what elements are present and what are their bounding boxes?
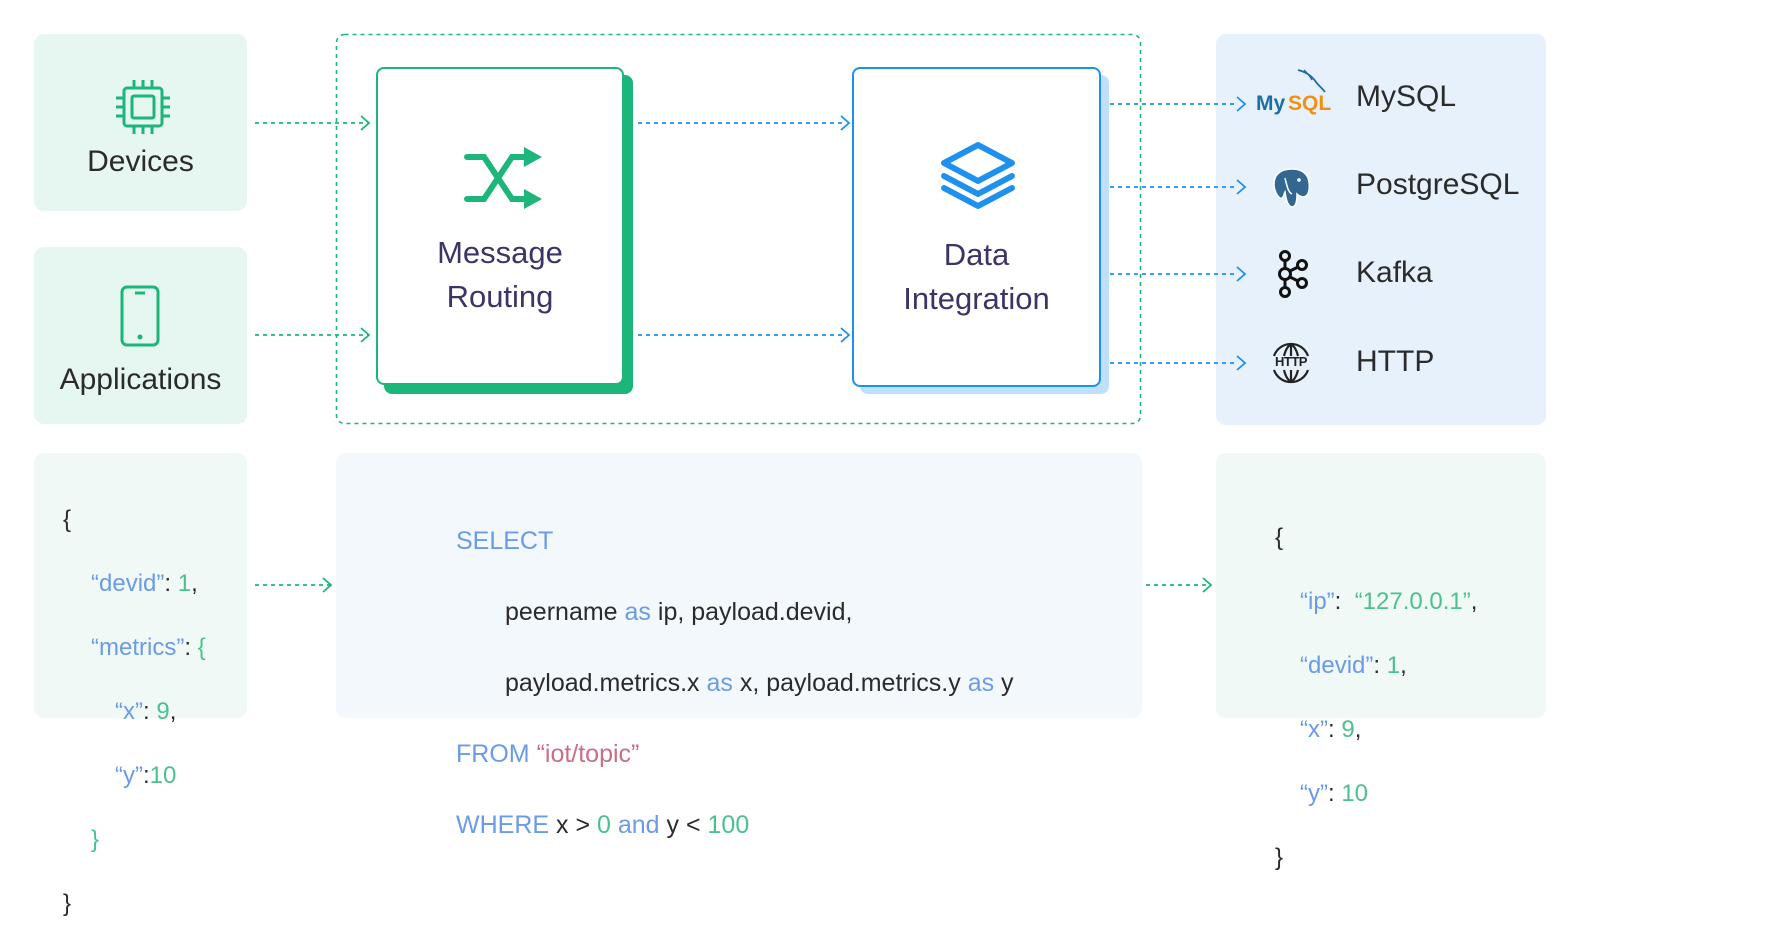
message-routing-title: Message Routing [437,235,563,314]
sql-statement: SELECT peername as ip, payload.devid, pa… [456,488,1014,879]
kafka-icon [1278,250,1308,298]
output-json-panel [1216,453,1546,718]
rule-engine-boundary [335,33,1142,425]
output-json: { “ip”: “127.0.0.1”, “devid”: 1, “x”: 9,… [1275,490,1477,906]
message-routing-card: Message Routing [376,67,624,385]
sink-postgresql-label: PostgreSQL [1356,168,1520,201]
data-integration-title: Data Integration [903,237,1050,316]
input-open-brace: { [63,506,72,533]
postgresql-icon [1273,168,1311,208]
input-json: { “devid”: 1, “metrics”: { “x”: 9, “y”:1… [63,472,206,952]
sink-kafka-label: Kafka [1356,256,1433,289]
devices-label: Devices [87,145,194,178]
applications-panel: Applications [34,247,247,424]
data-integration-card: Data Integration [852,67,1101,387]
phone-icon [120,285,160,347]
http-icon-text: HTTP [1275,354,1307,369]
input-json-panel [34,453,247,718]
input-close-brace: } [63,890,72,917]
output-close-brace: } [1275,844,1284,871]
sql-panel [336,453,1142,718]
sql-select: SELECT [456,526,554,555]
shuffle-icon [464,147,542,209]
sinks-panel [1216,34,1546,425]
dolphin-icon [1297,69,1326,93]
http-globe-icon: HTTP [1270,342,1312,384]
sql-from: FROM [456,739,530,768]
mysql-logo-my: My [1256,92,1286,115]
sink-http-label: HTTP [1356,345,1435,378]
sql-where: WHERE [456,810,550,839]
mysql-logo: My SQL [1256,69,1331,120]
chip-icon [116,80,170,134]
mysql-logo-sql: SQL [1288,92,1332,115]
applications-label: Applications [59,363,222,396]
output-open-brace: { [1275,524,1284,551]
devices-panel: Devices [34,34,247,211]
connectors [255,33,1247,593]
layers-icon [941,142,1015,209]
sink-mysql-label: MySQL [1356,80,1457,113]
